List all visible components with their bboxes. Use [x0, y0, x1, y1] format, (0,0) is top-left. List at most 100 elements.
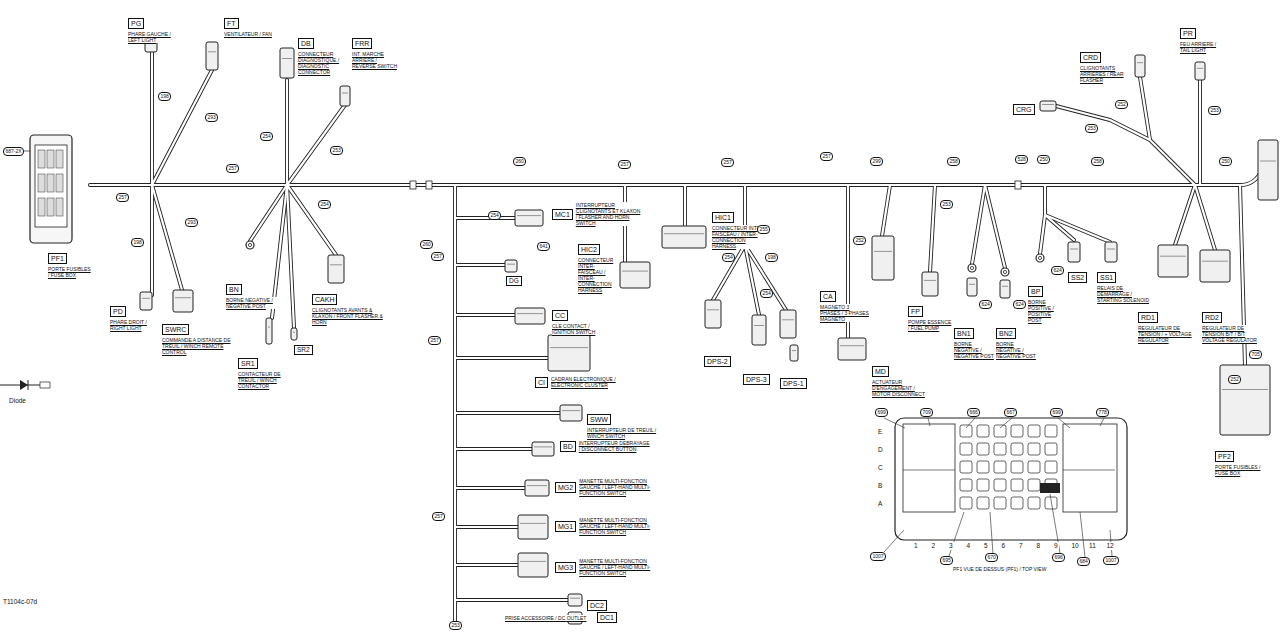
connector-body	[1105, 242, 1117, 262]
connector-callout: MG2MANETTE MULTI-FONCTION GAUCHE / LEFT-…	[555, 478, 660, 496]
connector-code: HIC2	[578, 244, 600, 255]
connector-body	[838, 338, 866, 360]
wire-number: 260	[420, 240, 433, 249]
wire-number: 666	[967, 408, 980, 417]
wire-outline	[455, 525, 518, 529]
connector-body	[515, 308, 545, 324]
connector-code: DB	[298, 38, 314, 49]
wire-number: 257	[432, 512, 445, 521]
connector-description: CONTACTEUR DE TREUIL / WINCH CONTACTOR	[238, 371, 294, 389]
fuse-slot	[1028, 461, 1040, 473]
connector-callout: BN2BORNE NEGATIVE / NEGATIVE POST	[996, 322, 1036, 359]
wire-outline	[455, 411, 560, 415]
wire-number: 257	[428, 336, 441, 345]
connector-detail	[664, 233, 704, 234]
wire-fill	[287, 185, 294, 328]
wire-fill	[684, 185, 686, 226]
fuse-slot	[1045, 443, 1057, 455]
leader-line	[1100, 418, 1104, 426]
wire-fill	[151, 185, 153, 295]
fuse-slot	[38, 150, 45, 168]
connector-description: POMPE ESSENCE / FUEL PUMP	[908, 319, 952, 331]
connector-description: BORNE NEGATIVE / NEGATIVE POST	[226, 297, 278, 309]
connector-code: DC1	[597, 612, 617, 623]
connector-body	[266, 318, 272, 344]
wire-outline	[1195, 185, 1215, 250]
connector-code: CC	[552, 310, 568, 321]
connector-body	[560, 405, 582, 421]
connector-body	[1200, 250, 1230, 282]
wire-number: 778	[1096, 408, 1109, 417]
connector-code: DPS-2	[704, 356, 731, 367]
fuse-slot	[1011, 443, 1023, 455]
connector-detail	[1107, 249, 1115, 250]
callout-text: T1104c-07d	[2, 598, 38, 606]
connector-callout: PF2PORTE FUSIBLES / FUSE BOX	[1215, 445, 1265, 476]
connector-code: SS2	[1068, 272, 1087, 283]
connector-body	[872, 236, 894, 280]
wire-fill	[972, 185, 985, 264]
wire-number: 198	[131, 238, 144, 247]
wire-fill	[455, 217, 515, 219]
wire-group	[90, 50, 1262, 622]
connector-detail	[782, 319, 794, 320]
connector-code: BN	[226, 284, 242, 295]
ring-terminal	[968, 264, 976, 272]
wire-fill	[455, 357, 548, 359]
connector-description: BORNE NEGATIVE / NEGATIVE POST	[954, 341, 994, 359]
leader-line	[1058, 418, 1070, 428]
wire-number: 293	[185, 218, 198, 227]
wire-number: 253	[940, 200, 953, 209]
connector-code: RD1	[1138, 312, 1158, 323]
fuse-slot	[994, 497, 1006, 509]
connector-callout: MC1INTERRUPTEUR CLIGNOTANTS ET KLAXON / …	[552, 202, 642, 226]
connector-code: FT	[224, 18, 239, 29]
ring-hole	[1003, 270, 1006, 273]
wire-fill	[1199, 80, 1201, 185]
connector-detail	[969, 284, 975, 285]
wire-outline	[1175, 185, 1195, 245]
leader-line	[949, 512, 964, 556]
wire-fill	[455, 526, 518, 528]
wire-fill	[882, 185, 890, 236]
connector-body	[568, 594, 582, 606]
connector-body	[1040, 101, 1056, 111]
connector-callout: CAMAGNETO 3 PHASES / 3 PHASES MAGNETO	[820, 285, 870, 322]
wire-number: 253	[1085, 124, 1098, 133]
connector-body	[505, 260, 517, 272]
connector-code: SR2	[294, 345, 313, 355]
connector-code: FRR	[352, 38, 372, 49]
connector-code: MC1	[552, 209, 573, 220]
wire-fill	[1056, 106, 1195, 185]
connector-description: PORTE FUSIBLES / FUSE BOX	[1215, 464, 1265, 476]
connector-callout: DBCONNECTEUR DIAGNOSTIQUE / DIAGNOSTIC C…	[298, 32, 350, 75]
connector-body	[1220, 365, 1270, 435]
callout-text: 12	[1106, 542, 1115, 550]
callout-text: C	[877, 464, 884, 472]
diode-bar	[28, 380, 29, 390]
connector-callout: PGPHARE GAUCHE / LEFT LIGHT	[128, 12, 178, 43]
wire-outline	[150, 185, 154, 295]
ring-terminal	[1036, 254, 1044, 262]
connector-detail	[517, 215, 541, 216]
connector-description: CLIGNOTANTS ARRIERES / REAR FLASHER	[1080, 65, 1130, 83]
connector-detail	[1137, 62, 1143, 63]
wire-outline	[455, 486, 525, 490]
wire-outline	[453, 185, 457, 622]
callout-text: 3	[948, 542, 954, 550]
fuse-slot	[960, 479, 972, 491]
fuse-slot	[994, 479, 1006, 491]
wire-number: 696	[1052, 553, 1065, 562]
wire-outline	[972, 185, 985, 264]
connector-detail	[520, 523, 546, 524]
connector-description: INTERRUPTEUR DE TREUIL / WINCH SWITCH	[587, 427, 657, 439]
connector-code: BD	[560, 441, 576, 452]
ring-terminal	[246, 241, 254, 249]
connector-callout: HIC2CONNECTEUR INTER-FAISCEAU / INTER-CO…	[578, 238, 618, 293]
connector-code: SWRC	[162, 324, 189, 335]
wire-fill	[454, 185, 456, 622]
wire-outline	[152, 70, 212, 185]
wire-number: 699	[1050, 408, 1063, 417]
fuse-slot	[977, 497, 989, 509]
wire-fill	[90, 170, 1262, 185]
